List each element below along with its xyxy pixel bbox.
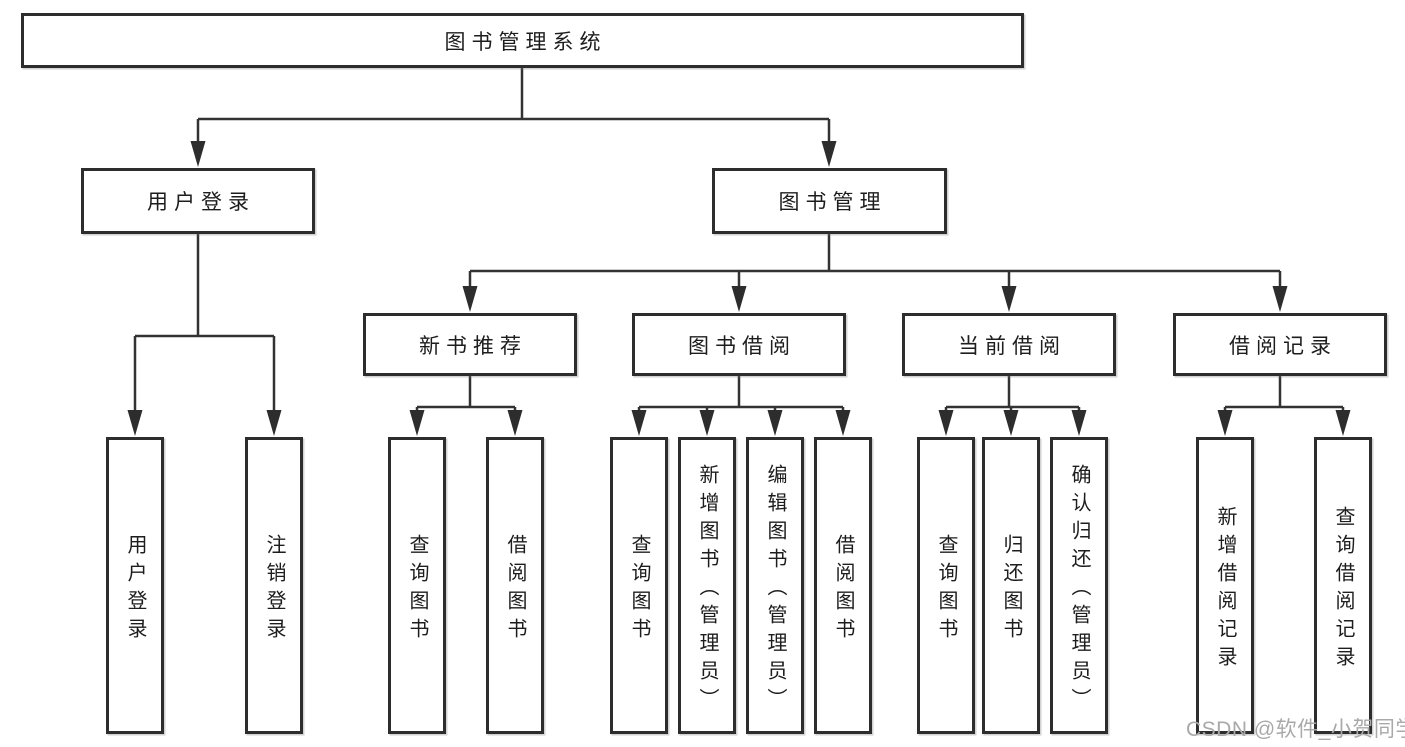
leaf-query-books-borrow-label: 查询图书 bbox=[628, 533, 650, 646]
csdn-watermark: CSDN @软件_小贺同学 bbox=[1186, 718, 1405, 741]
leaf-query-books-borrow: 查询图书 bbox=[610, 437, 668, 734]
node-user-login: 用户登录 bbox=[81, 168, 315, 234]
leaf-confirm-return-admin-label: 确认归还（管理员） bbox=[1068, 463, 1090, 716]
node-book-management: 图书管理 bbox=[712, 168, 947, 234]
node-new-book-recommend-label: 新书推荐 bbox=[419, 334, 527, 358]
leaf-query-books-current-label: 查询图书 bbox=[935, 533, 957, 646]
node-borrowing-records: 借阅记录 bbox=[1173, 313, 1387, 376]
arrowheads bbox=[127, 141, 1351, 436]
node-current-borrowing: 当前借阅 bbox=[902, 313, 1116, 376]
node-book-borrowing: 图书借阅 bbox=[632, 313, 846, 376]
leaf-borrow-books: 借阅图书 bbox=[814, 437, 872, 734]
leaf-user-login: 用户登录 bbox=[106, 437, 164, 734]
node-root: 图书管理系统 bbox=[21, 13, 1024, 68]
connector-bookmgmt-to-level3 bbox=[468, 234, 1282, 293]
leaf-logout-label: 注销登录 bbox=[263, 533, 285, 646]
node-root-label: 图书管理系统 bbox=[444, 30, 607, 54]
leaf-query-books-recommend-label: 查询图书 bbox=[406, 533, 428, 646]
connector-root-to-level2 bbox=[196, 68, 831, 150]
leaf-borrow-books-recommend-label: 借阅图书 bbox=[504, 533, 526, 646]
leaf-add-borrow-record: 新增借阅记录 bbox=[1196, 437, 1254, 734]
leaf-query-books-recommend: 查询图书 bbox=[388, 437, 446, 734]
leaf-query-borrow-record: 查询借阅记录 bbox=[1314, 437, 1372, 734]
node-user-login-label: 用户登录 bbox=[147, 191, 255, 214]
leaf-add-borrow-record-label: 新增借阅记录 bbox=[1214, 505, 1236, 674]
leaf-confirm-return-admin: 确认归还（管理员） bbox=[1050, 437, 1108, 734]
leaf-edit-book-admin: 编辑图书（管理员） bbox=[746, 437, 804, 734]
leaf-query-books-current: 查询图书 bbox=[917, 437, 975, 734]
leaf-add-book-admin-label: 新增图书（管理员） bbox=[696, 463, 718, 716]
node-current-borrowing-label: 当前借阅 bbox=[958, 334, 1066, 358]
leaf-return-book: 归还图书 bbox=[982, 437, 1040, 734]
connector-userlogin-to-leaves bbox=[133, 234, 276, 416]
leaf-add-book-admin: 新增图书（管理员） bbox=[678, 437, 736, 734]
leaf-return-book-label: 归还图书 bbox=[1000, 533, 1022, 646]
node-book-management-label: 图书管理 bbox=[778, 191, 887, 214]
node-new-book-recommend: 新书推荐 bbox=[363, 313, 577, 376]
leaf-user-login-label: 用户登录 bbox=[124, 533, 146, 646]
leaf-query-borrow-record-label: 查询借阅记录 bbox=[1332, 505, 1354, 674]
node-borrowing-records-label: 借阅记录 bbox=[1229, 334, 1337, 358]
leaf-borrow-books-recommend: 借阅图书 bbox=[486, 437, 544, 734]
connector-level3-to-leaves bbox=[415, 376, 1345, 418]
leaf-edit-book-admin-label: 编辑图书（管理员） bbox=[764, 463, 786, 716]
leaf-borrow-books-label: 借阅图书 bbox=[832, 533, 854, 646]
leaf-logout: 注销登录 bbox=[245, 437, 303, 734]
node-book-borrowing-label: 图书借阅 bbox=[688, 334, 796, 358]
